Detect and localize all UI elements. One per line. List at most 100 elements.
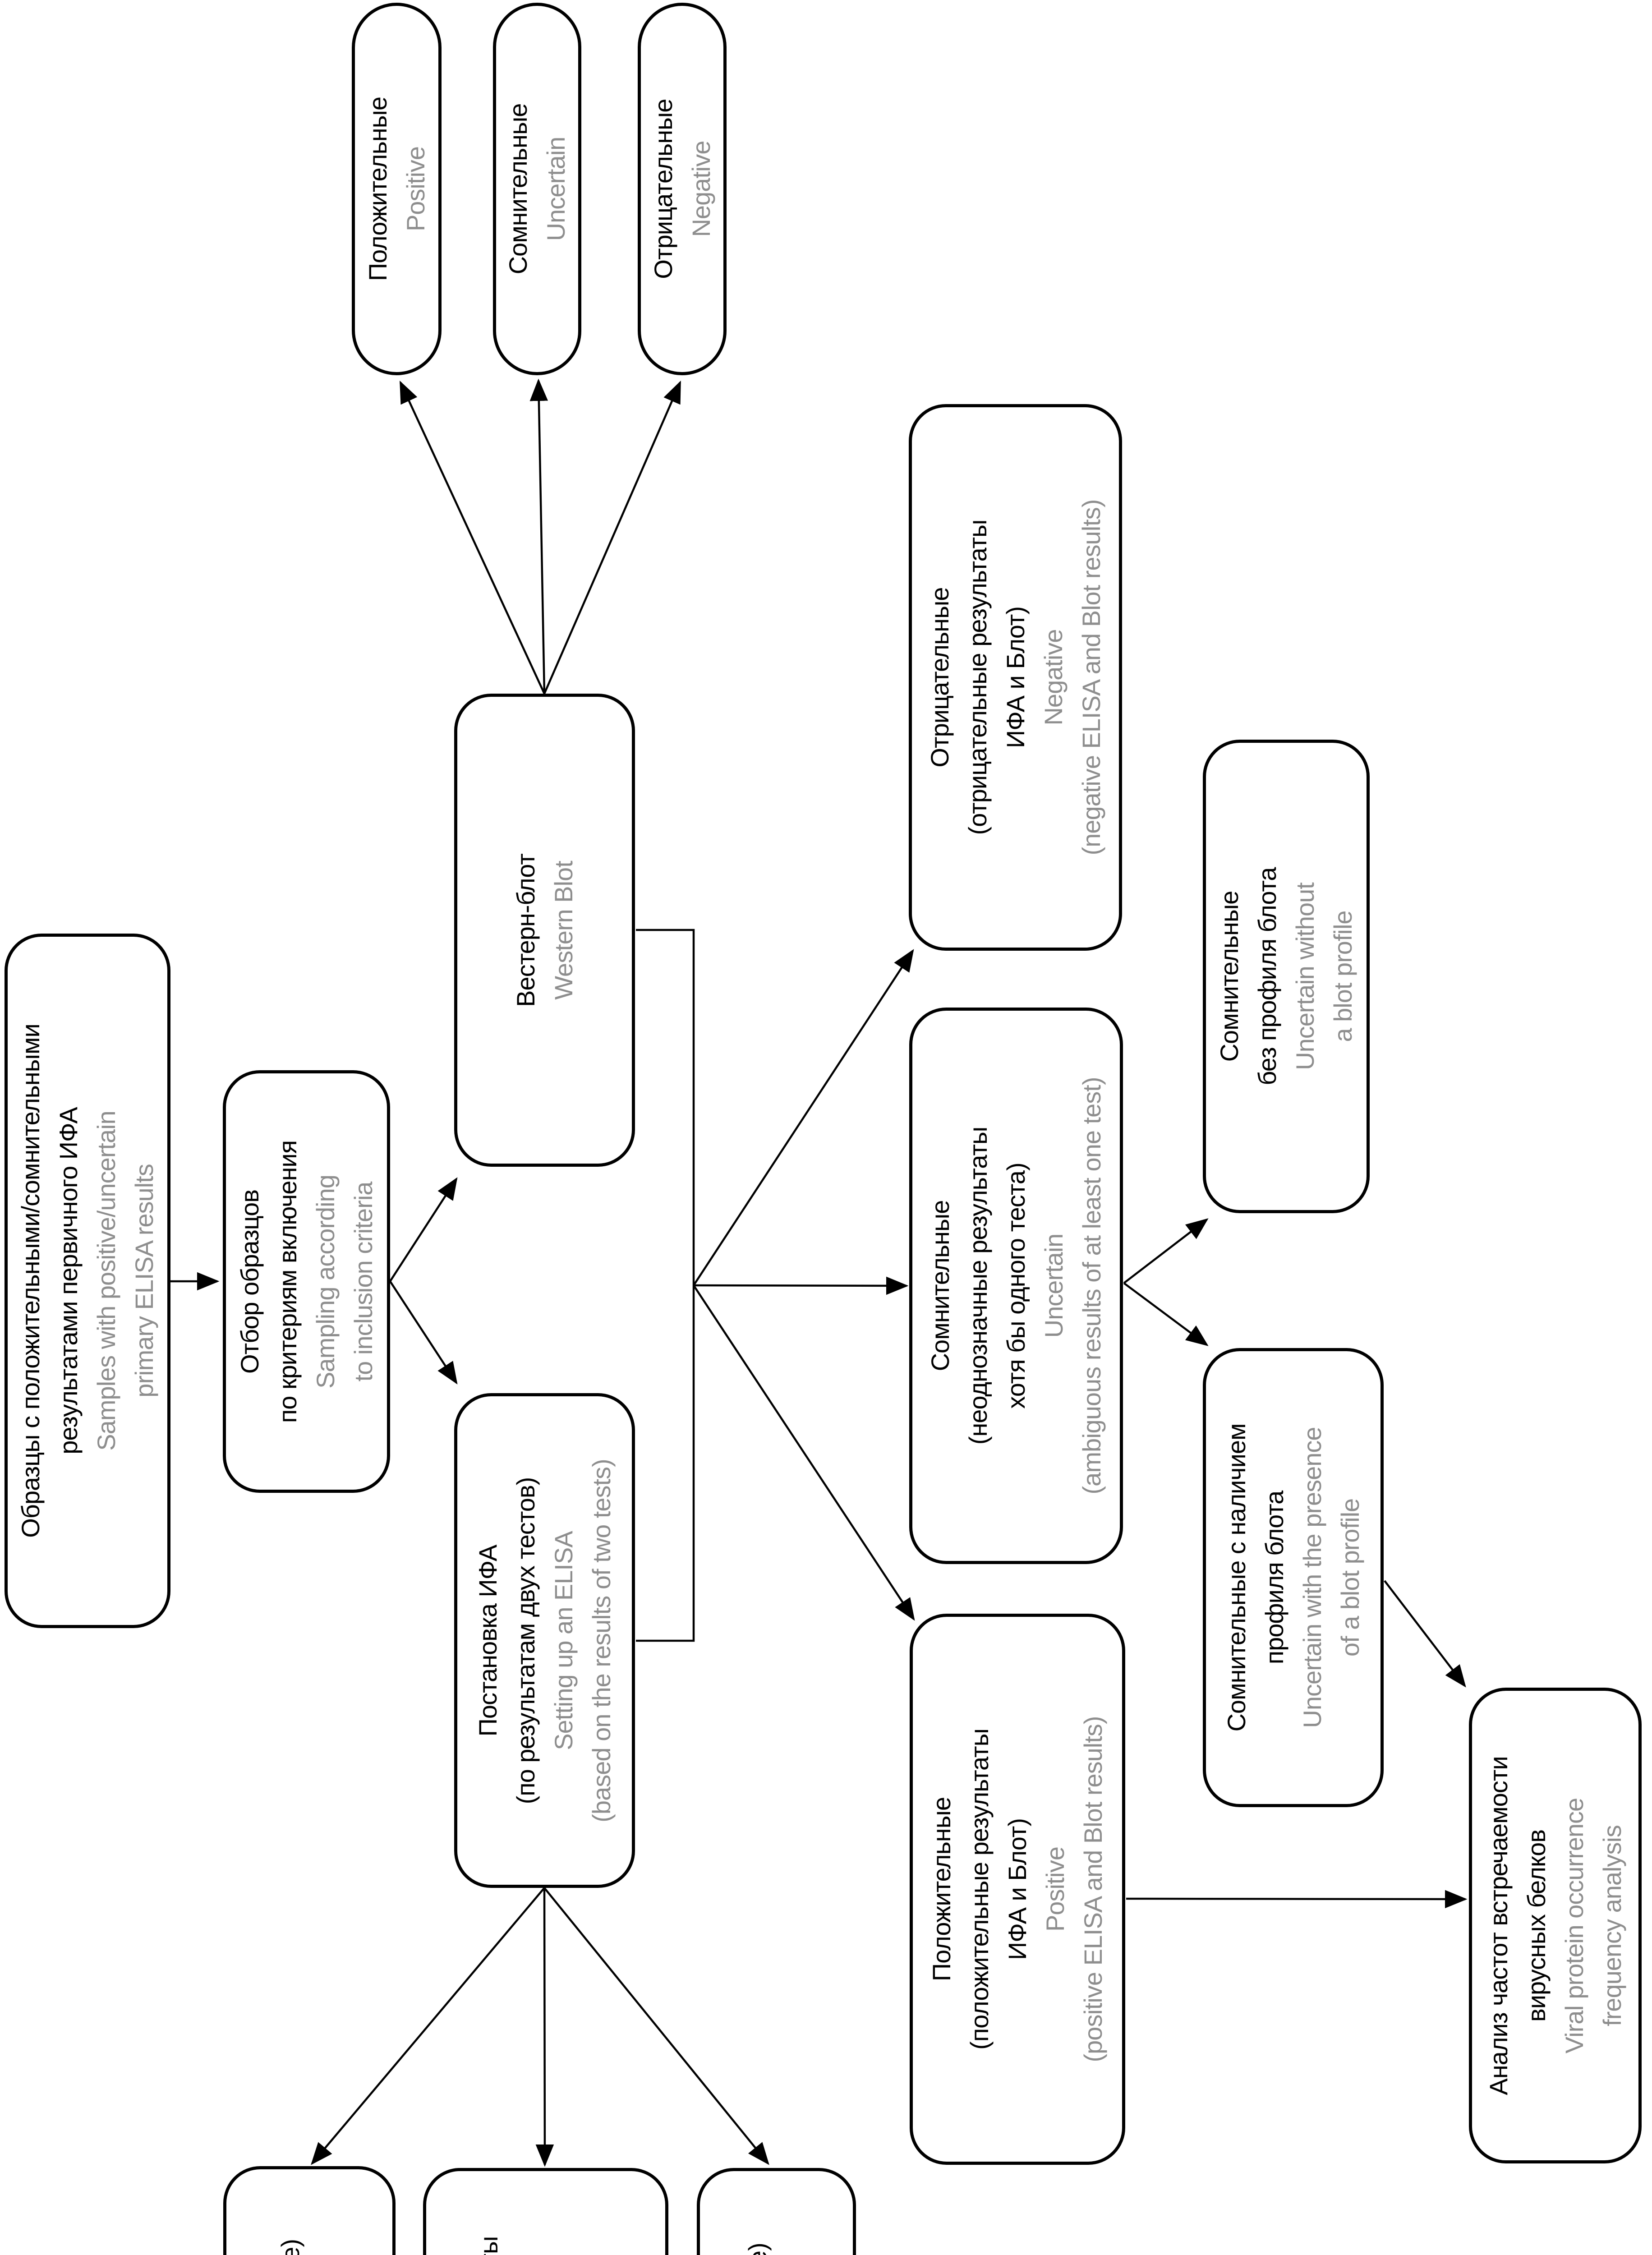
connector-uncertain-to-no-profile	[1123, 1218, 1209, 1284]
text-line: хотя бы одного теста)	[508, 2186, 546, 2255]
text-line: to inclusion criteria	[349, 1182, 377, 1381]
text-line: Отрицательные	[925, 587, 954, 768]
connector-elisa-to-uncertain	[535, 1887, 554, 2167]
node-elisa-uncertain: Сомнительные (неоднозначные результаты х…	[423, 2168, 668, 2255]
text-line: Samples with positive/uncertain	[92, 1111, 120, 1451]
text-line: (по результатам двух тестов)	[511, 1477, 540, 1804]
text-line: Viral protein occurrence	[1560, 1798, 1588, 2053]
text-line: Uncertain without	[1291, 883, 1319, 1070]
text-line: Сомнительные	[926, 1200, 954, 1371]
connector-western-blot-to-positive	[399, 380, 546, 694]
node-analysis: Анализ частот встречаемости вирусных бел…	[1469, 1688, 1642, 2163]
text-line: (positive ELISA and Blot results)	[1079, 1716, 1107, 2062]
text-line: Uncertain	[1040, 1233, 1068, 1338]
text-line: Uncertain with the presence	[1298, 1427, 1326, 1728]
text-line: Сомнительные с наличием	[1222, 1423, 1251, 1732]
text-line: (ambiguous results of at least one test)	[1077, 1077, 1106, 1495]
text-line: Отбор образцов	[235, 1189, 264, 1374]
text-line: (both tests are negative)	[814, 2186, 852, 2255]
node-combined-positive: Положительные (положительные результаты …	[910, 1614, 1125, 2165]
text-line: ИФА и Блот)	[1001, 607, 1030, 748]
connector-sampling-to-western-blot	[389, 1177, 458, 1282]
node-western-blot: Вестерн-блот Western Blot	[454, 694, 635, 1167]
node-combined-uncertain: Сомнительные (неоднозначные результаты х…	[909, 1008, 1123, 1564]
connector-western-blot-to-negative	[543, 380, 681, 694]
text-line: Uncertain	[542, 137, 570, 241]
text-line: primary ELISA results	[130, 1164, 158, 1398]
text-line: (both tests are positive)	[347, 2185, 385, 2255]
text-line: (ambiguous results	[584, 2186, 621, 2255]
node-elisa-text: Постановка ИФА (по результатам двух тест…	[469, 1413, 621, 1868]
text-line: Negative	[686, 141, 715, 237]
text-line: Сомнительные	[504, 103, 532, 275]
node-combined-negative: Отрицательные (отрицательные результаты …	[909, 404, 1122, 951]
text-line: Положительные	[234, 2185, 271, 2255]
text-line: результатами первичного ИФА	[54, 1107, 83, 1454]
node-elisa-uncertain-text: Сомнительные (неоднозначные результаты х…	[432, 2186, 659, 2255]
text-line: of at least one test)	[621, 2186, 659, 2255]
connector-uncertain-to-with-profile	[1123, 1282, 1209, 1346]
text-line: Анализ частот встречаемости	[1484, 1756, 1513, 2095]
text-line: frequency analysis	[1597, 1825, 1626, 2026]
connector-elisa-to-positive	[311, 1887, 545, 2165]
text-line: a blot profile	[1329, 911, 1357, 1042]
connector-tests-to-combined-negative	[693, 949, 914, 1286]
text-line: Сомнительные	[432, 2186, 470, 2255]
node-combined-uncertain-text: Сомнительные (неоднозначные результаты х…	[921, 1026, 1111, 1545]
node-elisa: Постановка ИФА (по результатам двух тест…	[454, 1393, 635, 1888]
text-line: Отрицательные	[649, 99, 677, 279]
text-line: без профиля блота	[1253, 867, 1281, 1086]
text-line: Positive	[309, 2185, 347, 2255]
node-uncertain-no-profile: Сомнительные без профиля блота Uncertain…	[1203, 740, 1370, 1213]
text-line: (negative ELISA and Blot results)	[1077, 499, 1105, 856]
text-line: (положительные результаты	[965, 1729, 994, 2050]
text-line: профиля блота	[1260, 1491, 1288, 1665]
text-line: Вестерн-блот	[511, 853, 540, 1007]
text-line: Положительные	[363, 97, 392, 281]
text-line: Постановка ИФА	[473, 1545, 502, 1736]
node-analysis-text: Анализ частот встречаемости вирусных бел…	[1480, 1707, 1631, 2145]
node-uncertain-no-profile-text: Сомнительные без профиля блота Uncertain…	[1210, 760, 1362, 1193]
text-line: Negative	[1039, 629, 1068, 726]
text-line: of a blot profile	[1335, 1498, 1364, 1657]
text-line: Образцы с положительными/сомнительными	[16, 1024, 45, 1538]
text-line: Сомнительные	[1215, 891, 1243, 1062]
node-uncertain-with-profile-text: Сомнительные с наличием профиля блота Un…	[1218, 1368, 1369, 1787]
node-elisa-positive-text: Положительные (оба теста положительные) …	[234, 2185, 385, 2255]
text-line: вирусных белков	[1522, 1829, 1551, 2022]
node-sampling-text: Отбор образцов по критериям включения Sa…	[231, 1088, 382, 1476]
connector-elisa-to-negative	[543, 1887, 769, 2165]
node-sampling: Отбор образцов по критериям включения Sa…	[223, 1070, 390, 1493]
node-wb-negative-text: Отрицательные Negative	[644, 20, 720, 358]
node-wb-uncertain-text: Сомнительные Uncertain	[499, 20, 575, 358]
node-samples: Образцы с положительными/сомнительными р…	[5, 934, 170, 1628]
text-line: по критериям включения	[273, 1140, 302, 1423]
text-line: Western Blot	[549, 861, 578, 1000]
connector-sampling-to-elisa	[389, 1280, 458, 1385]
node-uncertain-with-profile: Сомнительные с наличием профиля блота Un…	[1203, 1348, 1384, 1807]
text-line: (неоднозначные результаты	[964, 1127, 992, 1445]
connector-with-profile-to-analysis	[1384, 1580, 1466, 1688]
node-wb-positive: Положительные Positive	[352, 3, 442, 375]
text-line: Negative	[777, 2186, 814, 2255]
text-line: (отрицательные результаты	[963, 520, 992, 835]
node-wb-uncertain: Сомнительные Uncertain	[493, 3, 581, 375]
node-western-blot-text: Вестерн-блот Western Blot	[507, 714, 583, 1147]
text-line: Uncertain	[546, 2186, 584, 2255]
text-line: ИФА и Блот)	[1003, 1818, 1031, 1960]
text-line: Positive	[1041, 1846, 1069, 1932]
node-samples-text: Образцы с положительными/сомнительными р…	[12, 952, 163, 1610]
text-line: Setting up an ELISA	[549, 1531, 578, 1750]
text-line: (based on the results of two tests)	[587, 1459, 616, 1822]
connector-bracket-wb-elisa	[636, 929, 695, 1642]
text-line: (неоднозначные результаты	[470, 2186, 508, 2255]
text-line: (оба теста отрицательные)	[739, 2186, 777, 2255]
text-line: Positive	[401, 146, 430, 232]
connector-tests-to-combined-uncertain	[693, 1276, 909, 1295]
node-elisa-positive: Положительные (оба теста положительные) …	[223, 2166, 396, 2255]
connector-tests-to-combined-positive	[693, 1284, 915, 1621]
text-line: Sampling according	[311, 1174, 340, 1389]
text-line: (оба теста положительные)	[271, 2185, 309, 2255]
